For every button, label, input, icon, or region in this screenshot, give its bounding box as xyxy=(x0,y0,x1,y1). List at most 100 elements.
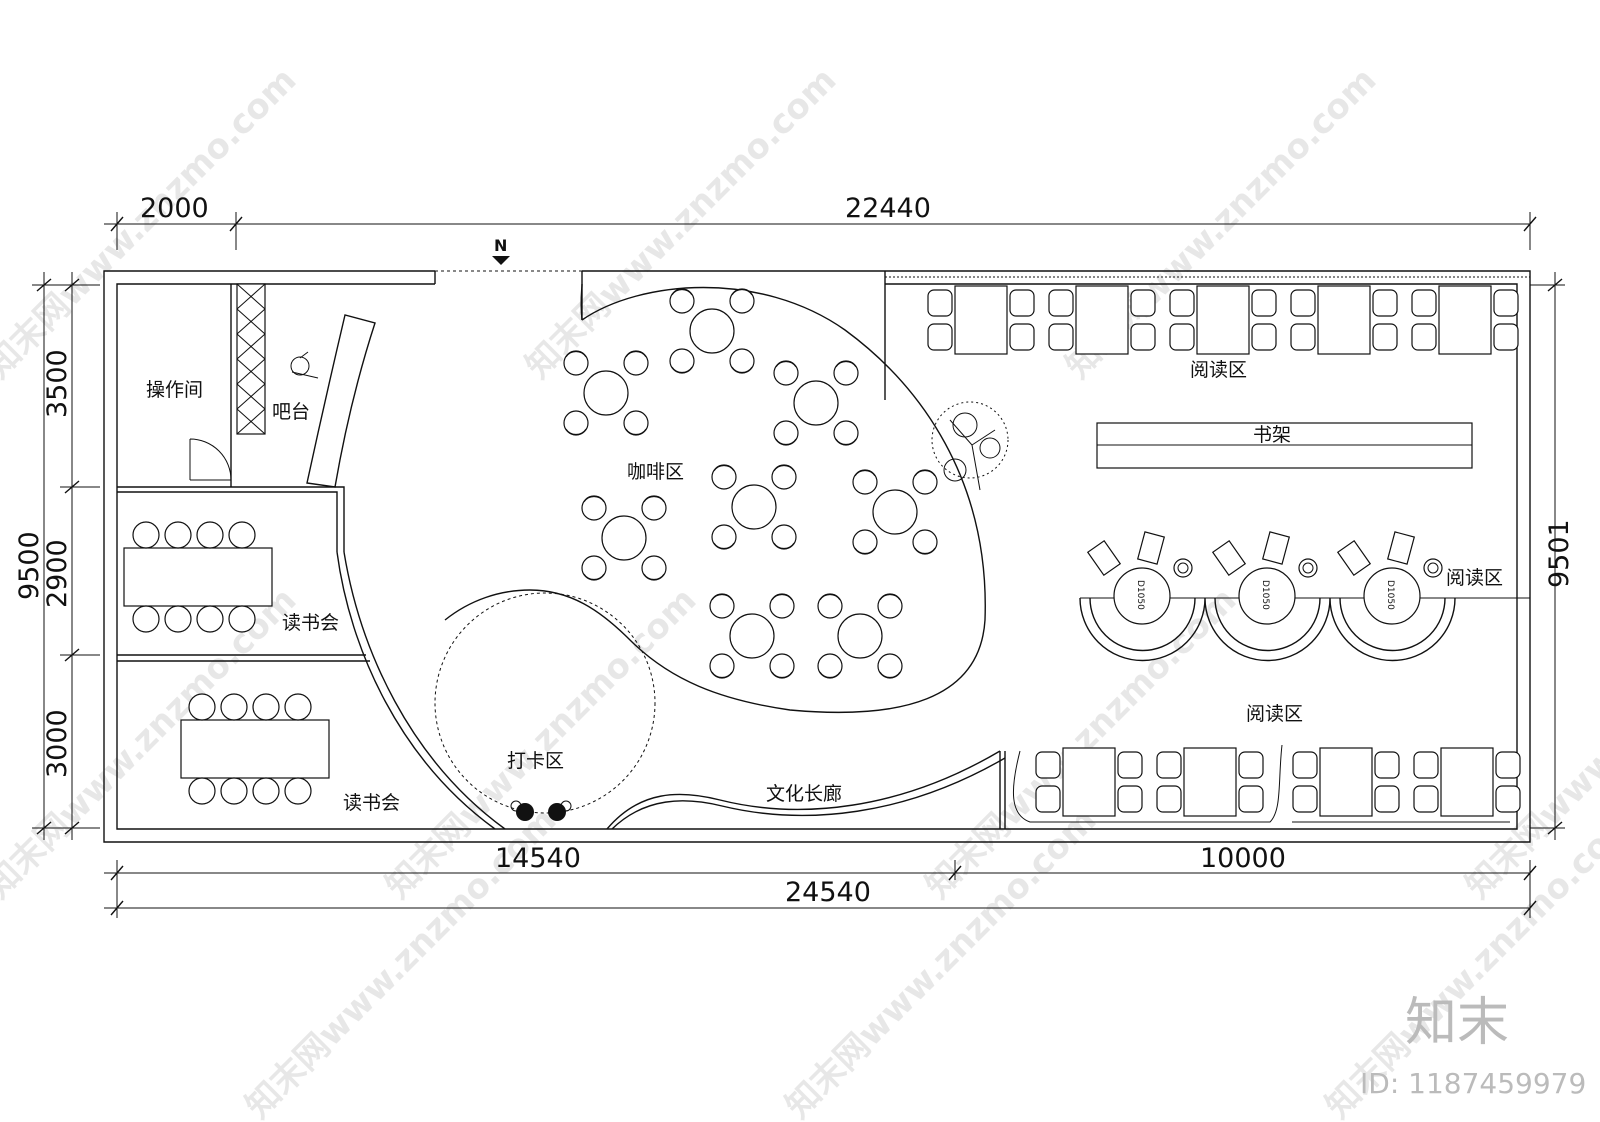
chair-icon xyxy=(1117,751,1143,779)
dim-right: 9501 xyxy=(1544,519,1575,588)
dim-left-1: 3500 xyxy=(42,349,73,418)
reading-table-set xyxy=(1048,285,1156,355)
label-coffee: 咖啡区 xyxy=(627,461,684,483)
round-table-tag: D1050 xyxy=(1260,580,1270,610)
book-club-table-set xyxy=(123,521,273,633)
chair-icon xyxy=(196,605,224,633)
chair-icon xyxy=(852,529,878,555)
chair-icon xyxy=(773,360,799,386)
chair-icon xyxy=(709,653,735,679)
chair-icon xyxy=(729,288,755,314)
chair-icon xyxy=(623,350,649,376)
reading-tables-bottom xyxy=(1012,744,1521,823)
chair-icon xyxy=(220,777,248,805)
reading-tables-top xyxy=(927,285,1519,355)
coffee-table-set xyxy=(563,350,649,436)
chair-icon xyxy=(220,693,248,721)
dim-top-main: 22440 xyxy=(845,193,931,224)
reading-table-set xyxy=(927,285,1035,355)
chair-icon xyxy=(709,593,735,619)
chair-icon xyxy=(927,289,953,317)
chair-icon xyxy=(1251,289,1277,317)
dim-left-3: 3000 xyxy=(42,709,73,778)
chair-icon xyxy=(188,777,216,805)
chair-icon xyxy=(1048,289,1074,317)
chair-icon xyxy=(252,693,280,721)
coffee-tables xyxy=(563,288,938,679)
corridor-outline xyxy=(336,551,1006,830)
coffee-table-set xyxy=(581,495,667,581)
round-reading-tables: D1050 D1050 D1050 xyxy=(1079,531,1530,662)
chair-icon xyxy=(773,420,799,446)
label-book-club-1: 读书会 xyxy=(282,612,339,634)
dimension-labels: 2000 22440 14540 10000 24540 9500 3500 2… xyxy=(14,193,1575,908)
chair-icon xyxy=(877,593,903,619)
dimension-lines xyxy=(32,212,1565,918)
reading-table-set xyxy=(1156,747,1264,817)
coffee-table-set xyxy=(817,593,903,679)
chair-icon xyxy=(771,524,797,550)
chair-icon xyxy=(1251,323,1277,351)
coffee-table-set xyxy=(711,464,797,550)
dim-left-total: 9500 xyxy=(14,531,45,600)
label-checkin: 打卡区 xyxy=(507,750,564,772)
label-reading-bottom: 阅读区 xyxy=(1246,703,1303,725)
tree-plant-icon xyxy=(931,401,1009,491)
chair-icon xyxy=(1035,785,1061,813)
chair-icon xyxy=(1374,785,1400,813)
chair-icon xyxy=(1292,785,1318,813)
chair-icon xyxy=(771,464,797,490)
chair-icon xyxy=(877,653,903,679)
chair-icon xyxy=(729,348,755,374)
watermark-text: 知末网www.znzmo.com xyxy=(518,60,844,386)
entrance-arrow-icon: N xyxy=(492,236,510,265)
chair-icon xyxy=(228,521,256,549)
chair-icon xyxy=(623,410,649,436)
chair-icon xyxy=(1035,751,1061,779)
chair-icon xyxy=(1495,751,1521,779)
dim-bottom-2: 10000 xyxy=(1200,843,1286,874)
chair-icon xyxy=(817,593,843,619)
chair-icon xyxy=(817,653,843,679)
reading-table-set xyxy=(1413,747,1521,817)
reading-table-set xyxy=(1292,747,1400,817)
chair-icon xyxy=(1130,323,1156,351)
entrance-label: N xyxy=(494,236,507,255)
room-labels: 操作间 吧台 读书会 读书会 咖啡区 打卡区 文化长廊 阅读区 书架 阅读区 阅… xyxy=(146,359,1503,814)
chair-icon xyxy=(711,464,737,490)
chair-icon xyxy=(284,693,312,721)
chair-icon xyxy=(164,521,192,549)
chair-icon xyxy=(769,653,795,679)
watermark-text: 知末网www.znzmo.com xyxy=(778,800,1104,1122)
chair-icon xyxy=(912,469,938,495)
chair-icon xyxy=(1238,785,1264,813)
chair-icon xyxy=(1238,751,1264,779)
round-table-tag: D1050 xyxy=(1135,580,1145,610)
chair-icon xyxy=(228,605,256,633)
chair-icon xyxy=(252,777,280,805)
chair-icon xyxy=(581,555,607,581)
chair-icon xyxy=(711,524,737,550)
image-id: ID: 1187459979 xyxy=(1360,1067,1586,1100)
label-reading-mid: 阅读区 xyxy=(1446,567,1503,589)
label-bookshelf: 书架 xyxy=(1253,424,1291,446)
chair-icon xyxy=(1290,323,1316,351)
watermark-text: 知末网www.znzmo.com xyxy=(918,580,1244,906)
chair-icon xyxy=(1009,289,1035,317)
chair-icon xyxy=(1169,323,1195,351)
coffee-table-set xyxy=(773,360,859,446)
chair-icon xyxy=(1495,785,1521,813)
reading-table-set xyxy=(1411,285,1519,355)
dim-top-left: 2000 xyxy=(140,193,209,224)
chair-icon xyxy=(1411,289,1437,317)
chair-icon xyxy=(1156,785,1182,813)
chair-icon xyxy=(581,495,607,521)
chair-icon xyxy=(1156,751,1182,779)
chair-icon xyxy=(188,693,216,721)
label-book-club-2: 读书会 xyxy=(343,792,400,814)
coffee-table-set xyxy=(852,469,938,555)
chair-icon xyxy=(1130,289,1156,317)
book-club-table-set xyxy=(180,693,330,805)
chair-icon xyxy=(852,469,878,495)
